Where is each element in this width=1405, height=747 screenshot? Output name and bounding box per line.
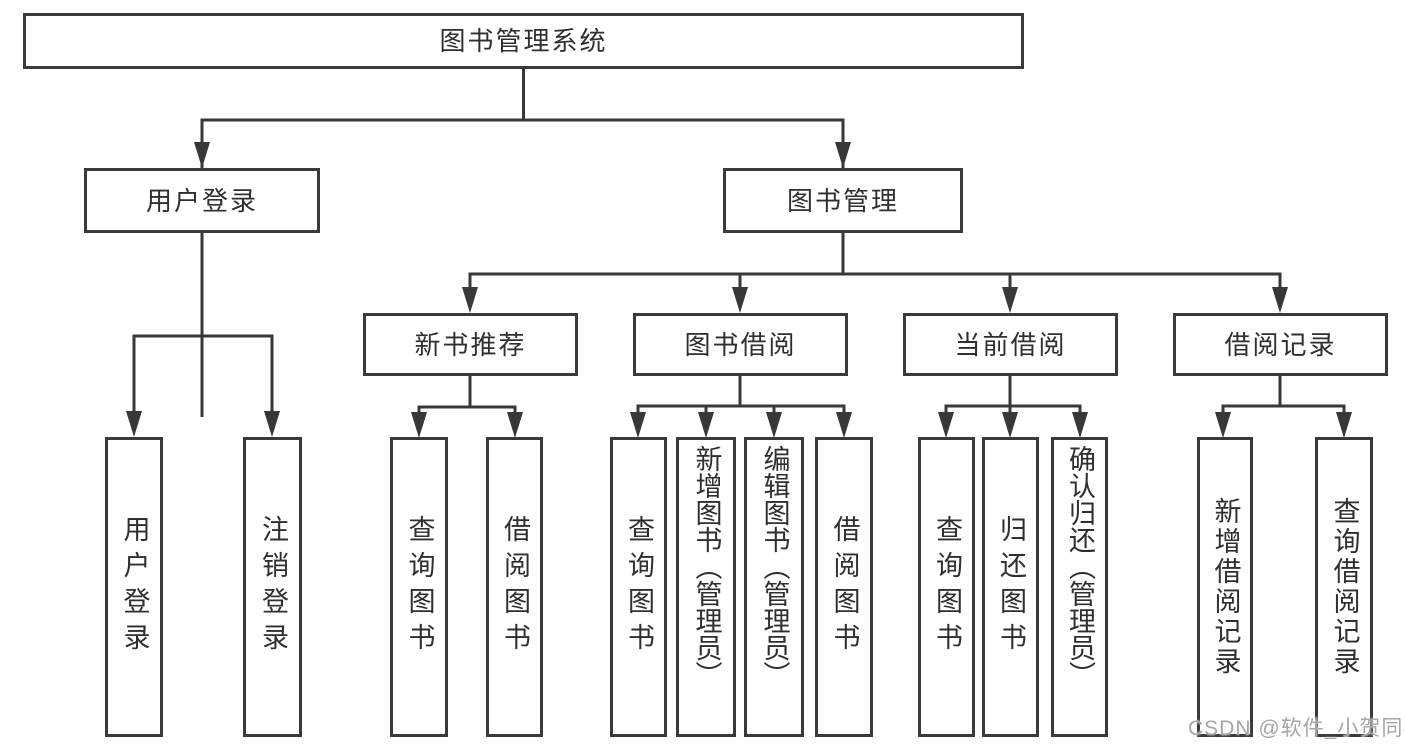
node-library-system: 图书管理系统: [23, 13, 1024, 69]
leaf-query-books-borrow-label: 查询图书: [624, 515, 654, 659]
leaf-query-books-current: 查询图书: [918, 437, 975, 737]
leaf-query-borrow-record-label: 查询借阅记录: [1329, 497, 1360, 677]
node-book-borrowing: 图书借阅: [633, 313, 848, 376]
leaf-borrow-books-recommend: 借阅图书: [486, 437, 543, 737]
leaf-confirm-return-admin: 确认归还（管理员）: [1051, 437, 1108, 737]
edge-level3-rail: [468, 272, 1282, 294]
leaf-query-books-current-label: 查询图书: [932, 515, 962, 659]
leaf-borrow-books-recommend-label: 借阅图书: [500, 515, 530, 659]
leaf-edit-book-admin: 编辑图书（管理员）: [744, 437, 804, 737]
leaf-query-borrow-record: 查询借阅记录: [1315, 437, 1373, 737]
node-book-borrowing-label: 图书借阅: [684, 329, 797, 360]
node-book-management: 图书管理: [723, 168, 963, 233]
leaf-add-book-admin: 新增图书（管理员）: [676, 437, 736, 737]
leaf-return-books: 归还图书: [982, 437, 1039, 737]
node-book-management-label: 图书管理: [786, 185, 899, 216]
leaf-borrow-books: 借阅图书: [815, 437, 873, 737]
edge-records-rail: [1221, 404, 1346, 418]
csdn-watermark: CSDN @软件_小贺同学: [1188, 717, 1405, 740]
leaf-query-books-borrow: 查询图书: [610, 437, 667, 737]
arrowheads: [126, 142, 1352, 438]
leaf-user-login-label: 用户登录: [119, 515, 150, 659]
node-borrowing-records: 借阅记录: [1173, 313, 1388, 376]
node-library-system-label: 图书管理系统: [439, 26, 608, 56]
node-new-book-recommend-label: 新书推荐: [414, 329, 527, 360]
leaf-add-borrow-record: 新增借阅记录: [1197, 437, 1253, 737]
leaf-logout: 注销登录: [243, 437, 302, 737]
leaf-query-books-recommend: 查询图书: [390, 437, 448, 737]
leaf-logout-label: 注销登录: [258, 515, 288, 659]
leaf-user-login: 用户登录: [105, 437, 163, 737]
node-current-borrowing-label: 当前借阅: [954, 329, 1067, 360]
leaf-edit-book-admin-label: 编辑图书（管理员）: [759, 445, 790, 688]
leaf-return-books-label: 归还图书: [996, 515, 1026, 659]
node-new-book-recommend: 新书推荐: [363, 313, 578, 376]
node-user-login: 用户登录: [84, 168, 320, 233]
leaf-query-books-recommend-label: 查询图书: [404, 515, 435, 659]
leaf-add-borrow-record-label: 新增借阅记录: [1210, 497, 1241, 677]
leaf-borrow-books-label: 借阅图书: [829, 515, 860, 659]
leaf-confirm-return-admin-label: 确认归还（管理员）: [1065, 445, 1095, 688]
node-current-borrowing: 当前借阅: [903, 313, 1118, 376]
leaf-add-book-admin-label: 新增图书（管理员）: [691, 445, 722, 688]
node-borrowing-records-label: 借阅记录: [1224, 329, 1337, 360]
edge-borrow-rail: [636, 404, 846, 418]
node-user-login-label: 用户登录: [145, 185, 258, 216]
edge-newbook-rail: [417, 405, 517, 418]
